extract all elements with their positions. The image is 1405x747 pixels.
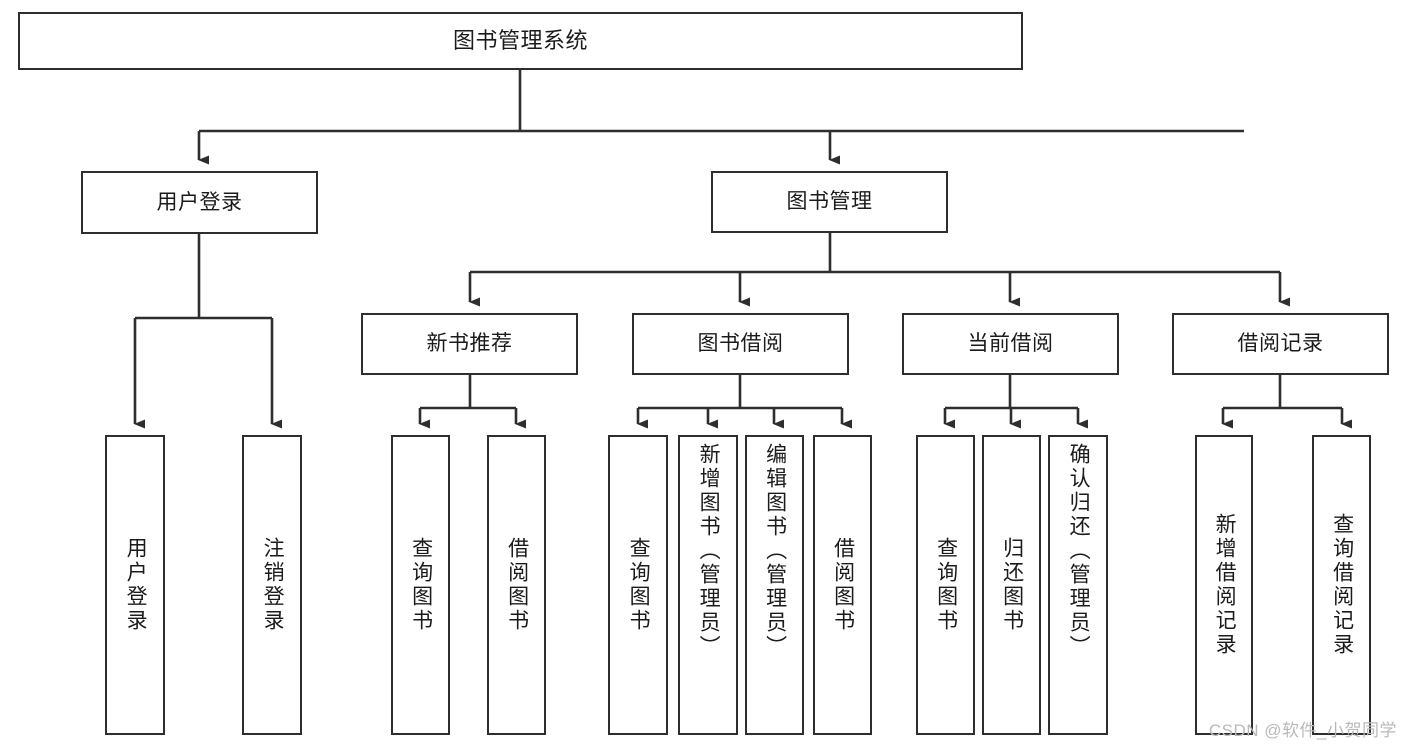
node-borrow-record[interactable]: 借阅记录 <box>1172 313 1389 375</box>
node-leaf-borrow-add-book[interactable]: 新增图书（管理员） <box>678 435 738 735</box>
node-leaf-current-return-book-label: 归还图书 <box>1000 537 1024 633</box>
node-borrow-record-label: 借阅记录 <box>1237 332 1324 356</box>
node-leaf-user-login-label: 用户登录 <box>124 537 148 633</box>
node-leaf-record-add[interactable]: 新增借阅记录 <box>1195 435 1253 735</box>
node-leaf-borrow-edit-book-label: 编辑图书（管理员） <box>763 443 787 659</box>
node-leaf-record-add-label: 新增借阅记录 <box>1213 513 1237 657</box>
node-leaf-borrow-query-book-label: 查询图书 <box>627 537 651 633</box>
node-root-label: 图书管理系统 <box>452 28 588 54</box>
node-new-book-recommend-label: 新书推荐 <box>426 332 513 356</box>
node-leaf-record-query-label: 查询借阅记录 <box>1330 513 1354 657</box>
node-user-login-label: 用户登录 <box>156 190 243 214</box>
node-leaf-current-confirm-return[interactable]: 确认归还（管理员） <box>1048 435 1108 735</box>
node-leaf-rec-query-book-label: 查询图书 <box>409 537 433 633</box>
node-current-borrow-label: 当前借阅 <box>967 332 1054 356</box>
node-leaf-current-return-book[interactable]: 归还图书 <box>982 435 1041 735</box>
node-leaf-rec-borrow-book[interactable]: 借阅图书 <box>487 435 546 735</box>
node-book-management[interactable]: 图书管理 <box>711 171 948 233</box>
node-book-management-label: 图书管理 <box>786 190 873 214</box>
node-leaf-record-query[interactable]: 查询借阅记录 <box>1312 435 1371 735</box>
node-leaf-user-login[interactable]: 用户登录 <box>105 435 165 735</box>
node-root-book-management-system[interactable]: 图书管理系统 <box>18 12 1023 70</box>
node-user-login[interactable]: 用户登录 <box>81 171 318 234</box>
node-leaf-borrow-add-book-label: 新增图书（管理员） <box>697 443 721 659</box>
watermark-csdn: CSDN @软件_小贺同学 <box>1208 721 1397 740</box>
node-leaf-borrow-query-book[interactable]: 查询图书 <box>608 435 668 735</box>
node-leaf-current-confirm-return-label: 确认归还（管理员） <box>1067 443 1091 659</box>
node-book-borrow[interactable]: 图书借阅 <box>632 313 849 375</box>
node-current-borrow[interactable]: 当前借阅 <box>902 313 1119 375</box>
node-leaf-borrow-borrow-book[interactable]: 借阅图书 <box>813 435 872 735</box>
node-leaf-rec-borrow-book-label: 借阅图书 <box>505 537 529 633</box>
node-leaf-borrow-borrow-book-label: 借阅图书 <box>831 537 855 633</box>
node-leaf-current-query-book-label: 查询图书 <box>934 537 958 633</box>
node-leaf-user-logout[interactable]: 注销登录 <box>242 435 302 735</box>
node-book-borrow-label: 图书借阅 <box>697 332 784 356</box>
node-leaf-rec-query-book[interactable]: 查询图书 <box>391 435 450 735</box>
node-new-book-recommend[interactable]: 新书推荐 <box>361 313 578 375</box>
node-leaf-user-logout-label: 注销登录 <box>261 537 285 633</box>
node-leaf-current-query-book[interactable]: 查询图书 <box>916 435 975 735</box>
node-leaf-borrow-edit-book[interactable]: 编辑图书（管理员） <box>745 435 804 735</box>
